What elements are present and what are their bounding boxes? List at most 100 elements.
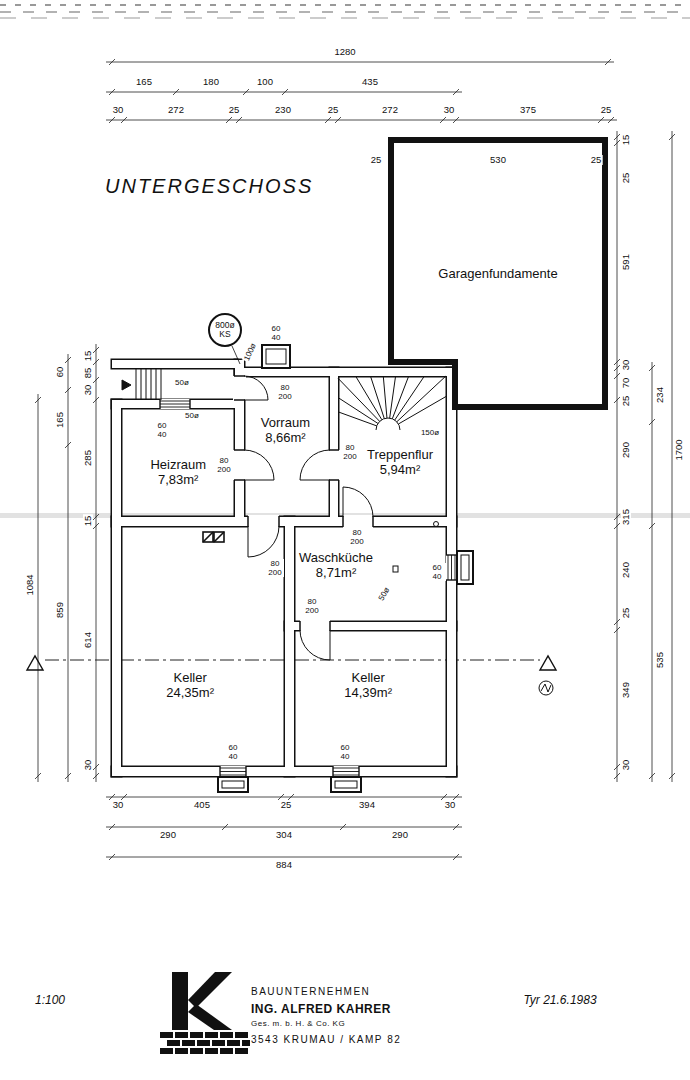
room-label: 24,35m² (166, 685, 214, 700)
dimension-number: 30 (112, 800, 125, 810)
stair-tread (151, 368, 152, 400)
dimension-number: 25 (327, 105, 340, 115)
wall-outline (330, 368, 338, 523)
dimension-tick (669, 134, 675, 140)
dimension-tick (453, 854, 459, 860)
dimension-number: 349 (621, 681, 631, 699)
dimension-tick (614, 619, 620, 625)
dimension-number: 30 (621, 759, 631, 772)
door-jamb (234, 479, 245, 481)
dimension-tick (173, 89, 179, 95)
dimension-number: 1084 (25, 573, 35, 596)
company-text: Ges. m. b. H. & Co. KG (250, 1019, 346, 1029)
stair-tread (161, 368, 162, 400)
wall-fill (112, 360, 237, 368)
dimension-tick (93, 764, 99, 770)
dimension-number: 25 (370, 155, 383, 165)
window-line (448, 555, 449, 580)
dimension-tick (93, 514, 99, 520)
light-well (331, 777, 361, 792)
logo-brick (160, 1048, 173, 1054)
dimension-tick (93, 773, 99, 779)
dimension-number: 290 (391, 830, 409, 840)
opening-size: 80 200 (276, 383, 294, 401)
section-marker (27, 656, 43, 670)
door-jamb (342, 516, 344, 527)
cistern-size: 800ø KS (213, 321, 237, 339)
dimension-number: 535 (655, 651, 665, 669)
dimension-tick (65, 773, 71, 779)
dimension-number: 30 (443, 105, 456, 115)
drawing-title: UNTERGESCHOSS (105, 174, 313, 198)
door-jamb (329, 449, 339, 451)
dimension-tick (109, 89, 115, 95)
company-text: 3543 KRUMAU / KAMP 82 (250, 1034, 402, 1046)
room-label: 5,94m² (380, 462, 420, 477)
stair-tread (395, 376, 425, 420)
stair-tread (136, 368, 137, 400)
opening-size: 80 200 (348, 528, 366, 546)
logo-brick (190, 1048, 203, 1054)
door-jamb (247, 516, 249, 527)
wall-fill (112, 400, 121, 776)
room-label: 8,66m² (265, 430, 305, 445)
dimension-line (38, 394, 39, 782)
flue (203, 532, 213, 542)
room: Treppenflur5,94m² (364, 445, 436, 479)
wall-outline (447, 368, 456, 776)
opening-size: 60 40 (267, 324, 285, 342)
logo-brick (175, 1032, 188, 1038)
pipe-diameter: 100ø (242, 341, 259, 363)
light-well-inner (461, 555, 469, 580)
dimension-tick (325, 117, 331, 123)
dimension-number: 15 (83, 515, 93, 528)
window-gap (333, 766, 359, 777)
section-symbol (539, 681, 553, 695)
dimension-number: 1700 (674, 438, 684, 461)
logo-brick (175, 1048, 188, 1054)
dimension-number: 60 (55, 366, 65, 379)
wall-fill (235, 368, 456, 376)
section-marker (540, 656, 556, 670)
room: Heizraum7,83m² (147, 455, 209, 489)
dimension-number: 315 (621, 508, 631, 526)
dimension-line (68, 354, 69, 782)
window-line (333, 775, 359, 776)
dimension-line (672, 131, 673, 782)
light-well-inner (266, 349, 286, 364)
pipe-diameter: 150ø (420, 428, 440, 437)
dimension-tick (614, 523, 620, 529)
door-swing (300, 450, 330, 480)
room-label: Treppenflur (367, 447, 433, 462)
logo-brick (167, 1040, 180, 1046)
logo-arm (188, 972, 232, 1008)
room-label: Heizraum (150, 457, 206, 472)
logo-brick (160, 1032, 173, 1038)
logo-brick (227, 1040, 240, 1046)
dimension-number: 25 (600, 105, 613, 115)
walls (112, 360, 456, 776)
opening-size: 80 200 (303, 597, 321, 615)
dimension-tick (93, 347, 99, 353)
room-label: Keller (174, 670, 207, 685)
dimension-tick (614, 627, 620, 633)
door-gap (233, 376, 246, 400)
dimension-number: 180 (202, 77, 220, 87)
dimension-lines (35, 59, 675, 860)
dimension-number: 25 (590, 155, 603, 165)
door-gap (300, 620, 330, 632)
scan-noise-line (0, 4, 690, 6)
light-well (262, 345, 290, 368)
room: Waschküche8,71m² (296, 548, 376, 582)
dimension-number: 85 (83, 367, 93, 380)
dimension-tick (614, 397, 620, 403)
dimension-tick (614, 373, 620, 379)
dimension-number: 15 (83, 350, 93, 363)
opening-size: 60 40 (336, 743, 354, 761)
dimension-number: 30 (112, 105, 125, 115)
dimension-tick (35, 773, 41, 779)
chimney-flues (203, 532, 224, 542)
door-jamb (372, 516, 374, 527)
stair-tread (156, 368, 157, 400)
